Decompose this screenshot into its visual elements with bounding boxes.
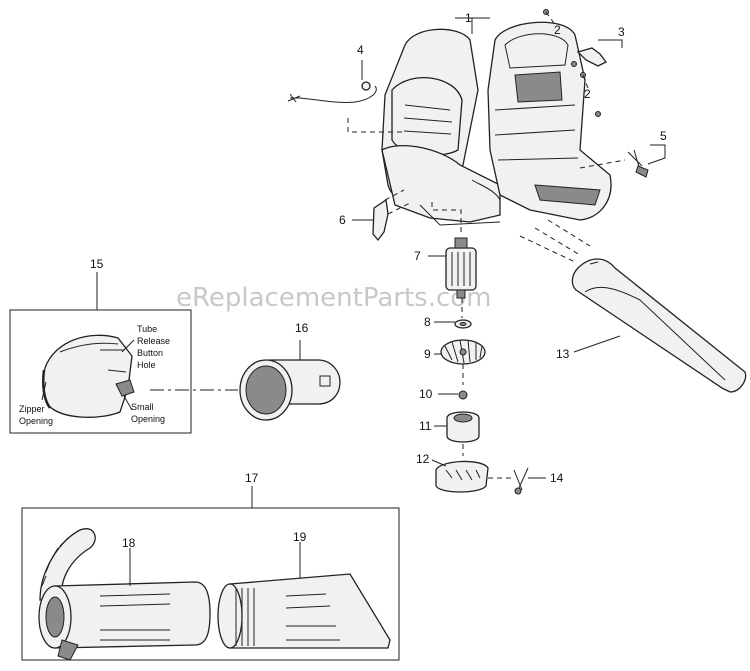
- label-small-2: Opening: [131, 414, 165, 424]
- part-19-upper-tube[interactable]: [217, 573, 391, 649]
- label-small-1: Small: [131, 402, 154, 412]
- tube-box: [21, 507, 400, 661]
- label-tube-4: Hole: [137, 360, 156, 370]
- part-13-blower-tube[interactable]: [571, 258, 747, 393]
- label-tube-3: Button: [137, 348, 163, 358]
- part-10-nut[interactable]: [458, 390, 468, 400]
- label-tube-2: Release: [137, 336, 170, 346]
- callout-9: 9: [424, 347, 431, 361]
- callout-8: 8: [424, 315, 431, 329]
- label-zipper-1: Zipper: [19, 404, 45, 414]
- part-16-bag-adapter[interactable]: [239, 359, 341, 421]
- callout-2a: 2: [554, 23, 561, 37]
- callout-15: 15: [90, 257, 104, 271]
- part-14-clip[interactable]: [513, 467, 529, 495]
- part-8-washer[interactable]: [454, 319, 472, 329]
- callout-6: 6: [339, 213, 346, 227]
- label-tube-1: Tube: [137, 324, 157, 334]
- bag-box: [9, 309, 192, 434]
- callout-19: 19: [293, 530, 307, 544]
- callout-7: 7: [414, 249, 421, 263]
- callout-16: 16: [295, 321, 309, 335]
- part-3-switch[interactable]: [576, 47, 607, 67]
- part-15-collection-bag[interactable]: [42, 334, 135, 418]
- callout-14: 14: [550, 471, 564, 485]
- part-6-latch[interactable]: [372, 198, 389, 242]
- part-1-housing[interactable]: [381, 21, 612, 226]
- callout-2b: 2: [584, 87, 591, 101]
- callout-17: 17: [245, 471, 259, 485]
- part-12-cover[interactable]: [435, 460, 489, 493]
- part-7-motor[interactable]: [445, 237, 477, 299]
- callout-13: 13: [556, 347, 570, 361]
- part-9-impeller[interactable]: [440, 339, 486, 365]
- watermark: eReplacementParts.com: [176, 283, 492, 313]
- callout-5: 5: [660, 129, 667, 143]
- part-18-lower-tube[interactable]: [38, 528, 211, 661]
- part-4-cord[interactable]: [287, 81, 377, 103]
- callout-10: 10: [419, 387, 433, 401]
- callout-3: 3: [618, 25, 625, 39]
- part-5-clip[interactable]: [627, 149, 649, 178]
- callout-11: 11: [419, 419, 432, 433]
- part-11-ring[interactable]: [446, 411, 480, 443]
- callout-1: 1: [465, 11, 472, 25]
- callout-4: 4: [357, 43, 364, 57]
- callout-12: 12: [416, 452, 430, 466]
- label-zipper-2: Opening: [19, 416, 53, 426]
- callout-18: 18: [122, 536, 136, 550]
